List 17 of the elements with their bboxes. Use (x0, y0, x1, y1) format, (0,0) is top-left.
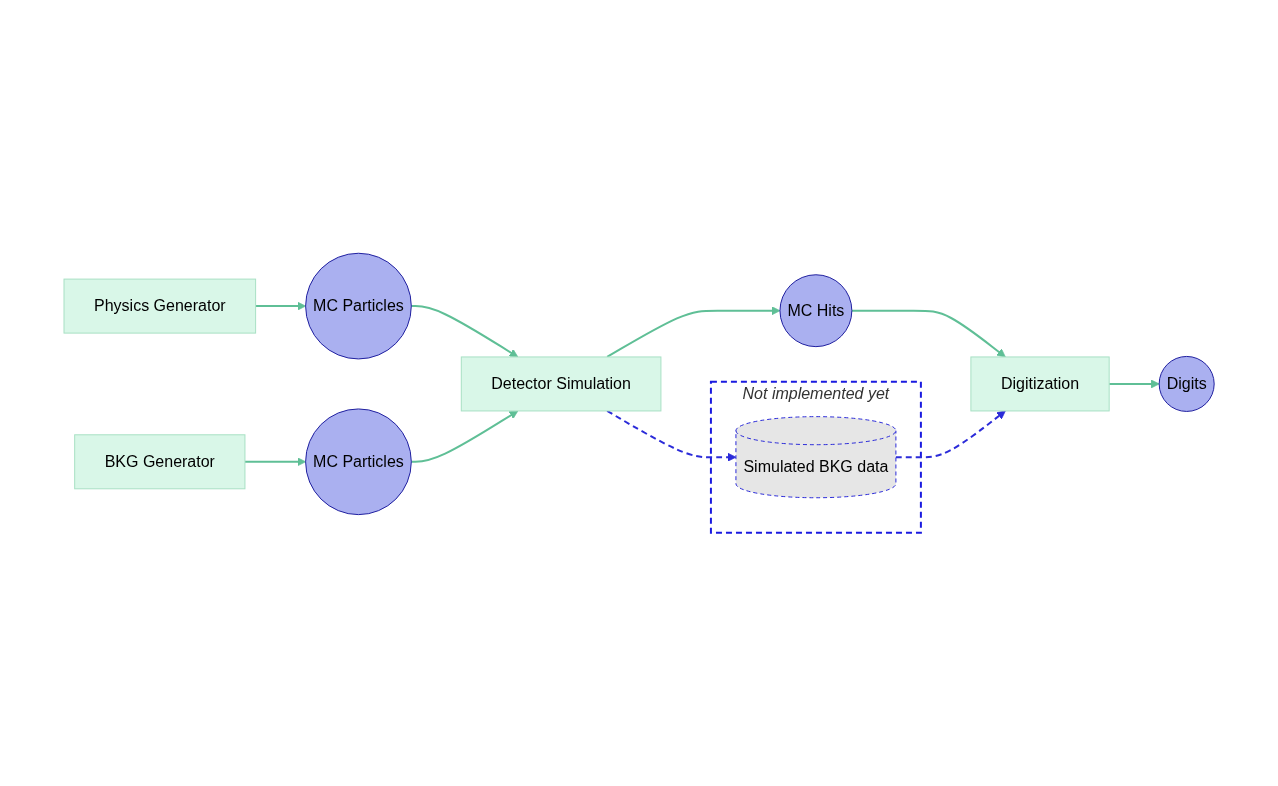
node-circle: Digits (1158, 355, 1215, 412)
node-circle: MC Particles (305, 252, 412, 360)
arrow (894, 410, 1006, 459)
arrow (606, 409, 737, 462)
node-box: BKG Generator (74, 434, 246, 490)
node-box: Digitization (970, 356, 1110, 412)
node-box: Physics Generator (63, 278, 256, 334)
arrow (254, 301, 306, 311)
arrow (410, 305, 519, 358)
arrow (243, 457, 306, 467)
arrow (850, 309, 1006, 358)
node-box: Detector Simulation (460, 356, 662, 412)
arrow (1108, 379, 1160, 389)
arrow (410, 410, 519, 463)
node-circle: MC Hits (779, 274, 853, 348)
node-circle: MC Particles (305, 408, 412, 516)
arrow (606, 306, 781, 358)
